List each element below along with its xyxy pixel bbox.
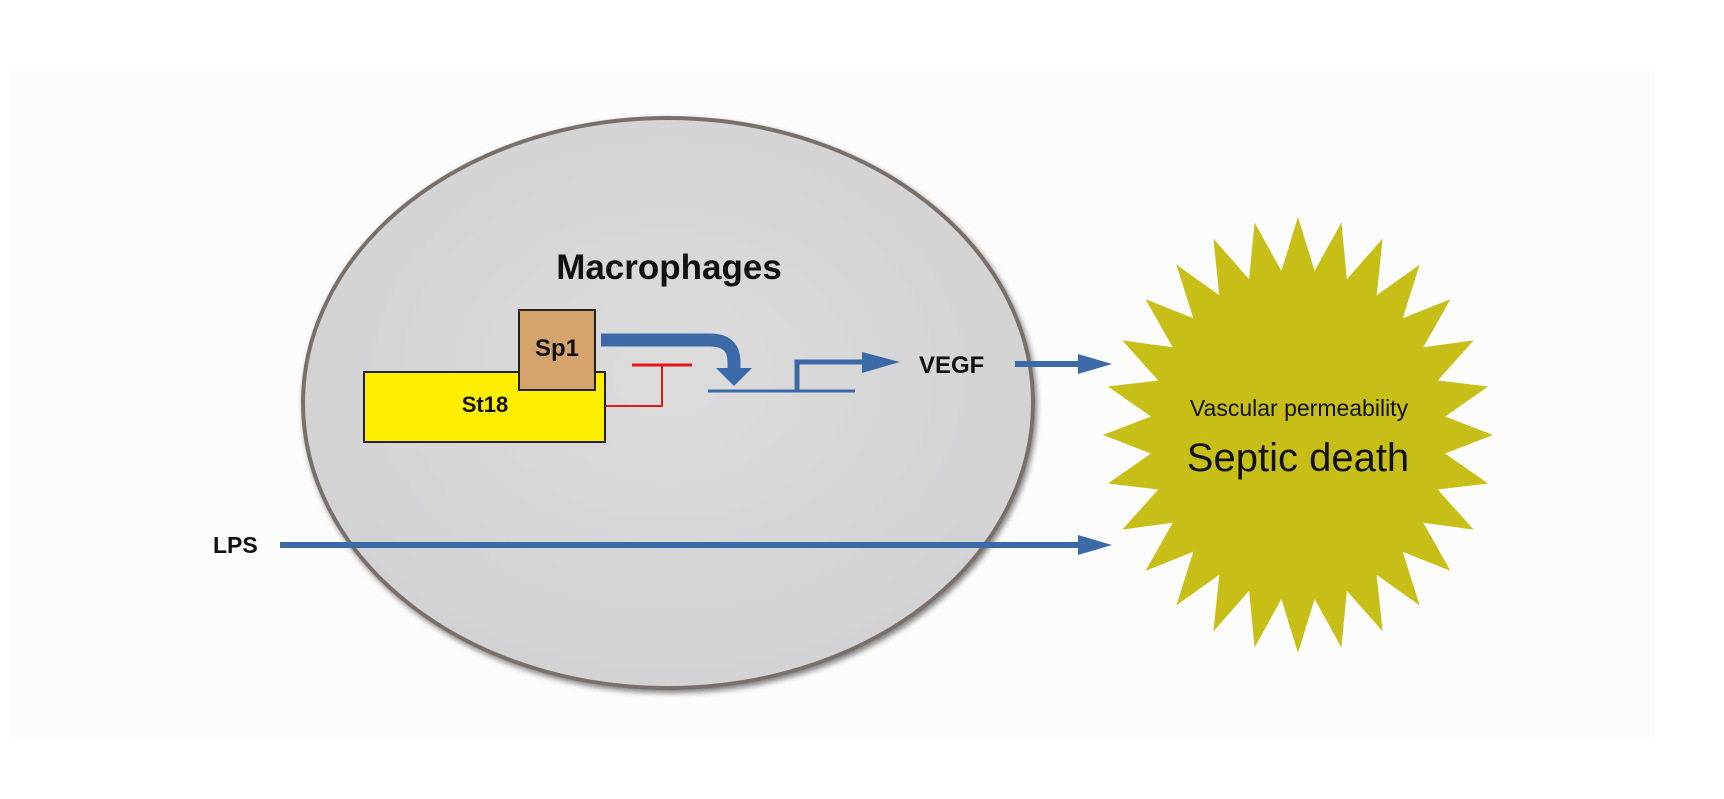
vegf-label: VEGF	[919, 352, 984, 379]
inhibition-line	[606, 366, 663, 407]
sp1-box	[518, 309, 596, 391]
sp1-activation-arrowhead	[716, 368, 752, 386]
lps-label: LPS	[213, 532, 258, 558]
vascular-permeability-label: Vascular permeability	[1190, 395, 1409, 421]
outcome-burst	[1103, 217, 1493, 653]
transcription-arrowhead	[862, 352, 900, 373]
macrophages-label: Macrophages	[556, 248, 782, 287]
lps-arrowhead	[1078, 535, 1112, 555]
sp1-label: Sp1	[535, 335, 579, 362]
sp1-activation-arrow	[601, 333, 741, 368]
vegf-arrowhead	[1078, 354, 1112, 374]
septic-death-label: Septic death	[1187, 436, 1409, 480]
st18-label: St18	[462, 392, 508, 417]
transcription-start-line	[794, 359, 862, 391]
